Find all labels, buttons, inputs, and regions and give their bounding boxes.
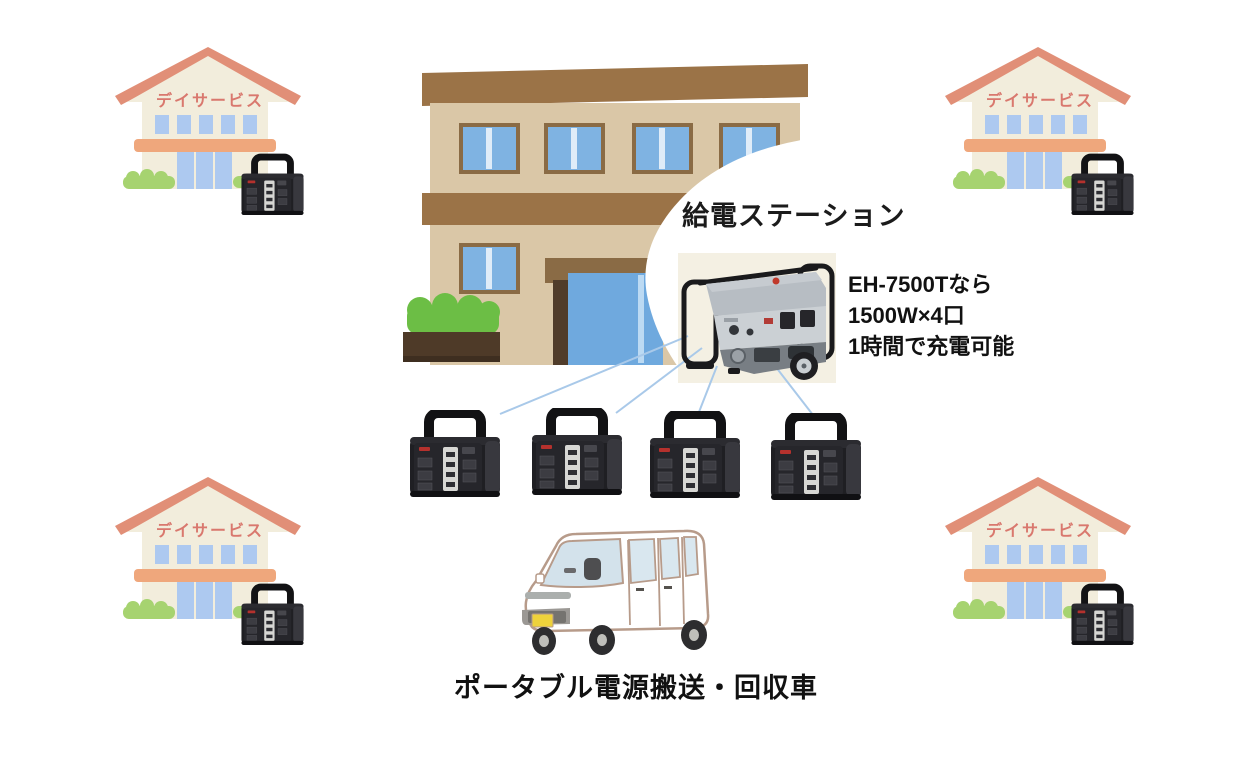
day-service-building-art: [935, 42, 1145, 222]
transport-van-illustration: [522, 529, 710, 655]
van-front-molding: [525, 592, 571, 599]
day-service-building-bottom-right: デイサービス: [935, 472, 1145, 652]
van-door-handle: [664, 586, 672, 589]
central-roof: [422, 64, 808, 106]
van-door-seams: [627, 536, 685, 627]
connection-line-3: [698, 365, 718, 413]
day-service-sign: デイサービス: [155, 523, 264, 540]
portable-power-station-3: [645, 411, 745, 503]
station-bubble-title: 給電ステーション: [682, 201, 906, 231]
entrance-frame: [553, 280, 568, 365]
connection-line-1: [499, 335, 689, 415]
day-service-building-bottom-left: デイサービス: [105, 472, 315, 652]
portable-power-station-2: [527, 408, 627, 500]
van-mirror: [535, 573, 545, 584]
van-door-handle: [636, 588, 644, 591]
central-bush: [407, 293, 500, 334]
spec-line-time: 1時間で充電可能: [848, 334, 1015, 359]
generator-outlet: [780, 312, 795, 329]
generator-wheel: [790, 352, 818, 380]
day-service-building-art: [105, 472, 315, 652]
portable-power-station-4: [766, 413, 866, 505]
portable-power-station-1: [405, 410, 505, 502]
generator-outlet: [800, 310, 815, 327]
lower-window: [459, 243, 520, 294]
spec-line-output: 1500W×4口: [848, 303, 965, 328]
spec-line-model: EH-7500Tなら: [848, 272, 993, 297]
van-wheels: [532, 620, 707, 655]
van-side-windows: [628, 536, 699, 585]
day-service-sign: デイサービス: [155, 93, 264, 110]
generator-spec-text: EH-7500Tなら 1500W×4口 1時間で充電可能: [848, 269, 1014, 362]
day-service-building-art: [105, 42, 315, 222]
generator-control-panel: [714, 306, 826, 350]
day-service-sign: デイサービス: [985, 523, 1094, 540]
generator-illustration: [681, 263, 835, 380]
van-caption: ポータブル電源搬送・回収車: [454, 673, 818, 703]
day-service-sign: デイサービス: [985, 93, 1094, 110]
van-license-plate: [531, 613, 554, 628]
day-service-building-top-left: デイサービス: [105, 42, 315, 222]
day-service-building-art: [935, 472, 1145, 652]
van-windshield: [539, 537, 625, 589]
van-driver-seat: [584, 558, 601, 580]
day-service-building-top-right: デイサービス: [935, 42, 1145, 222]
connection-line-4: [771, 361, 814, 416]
